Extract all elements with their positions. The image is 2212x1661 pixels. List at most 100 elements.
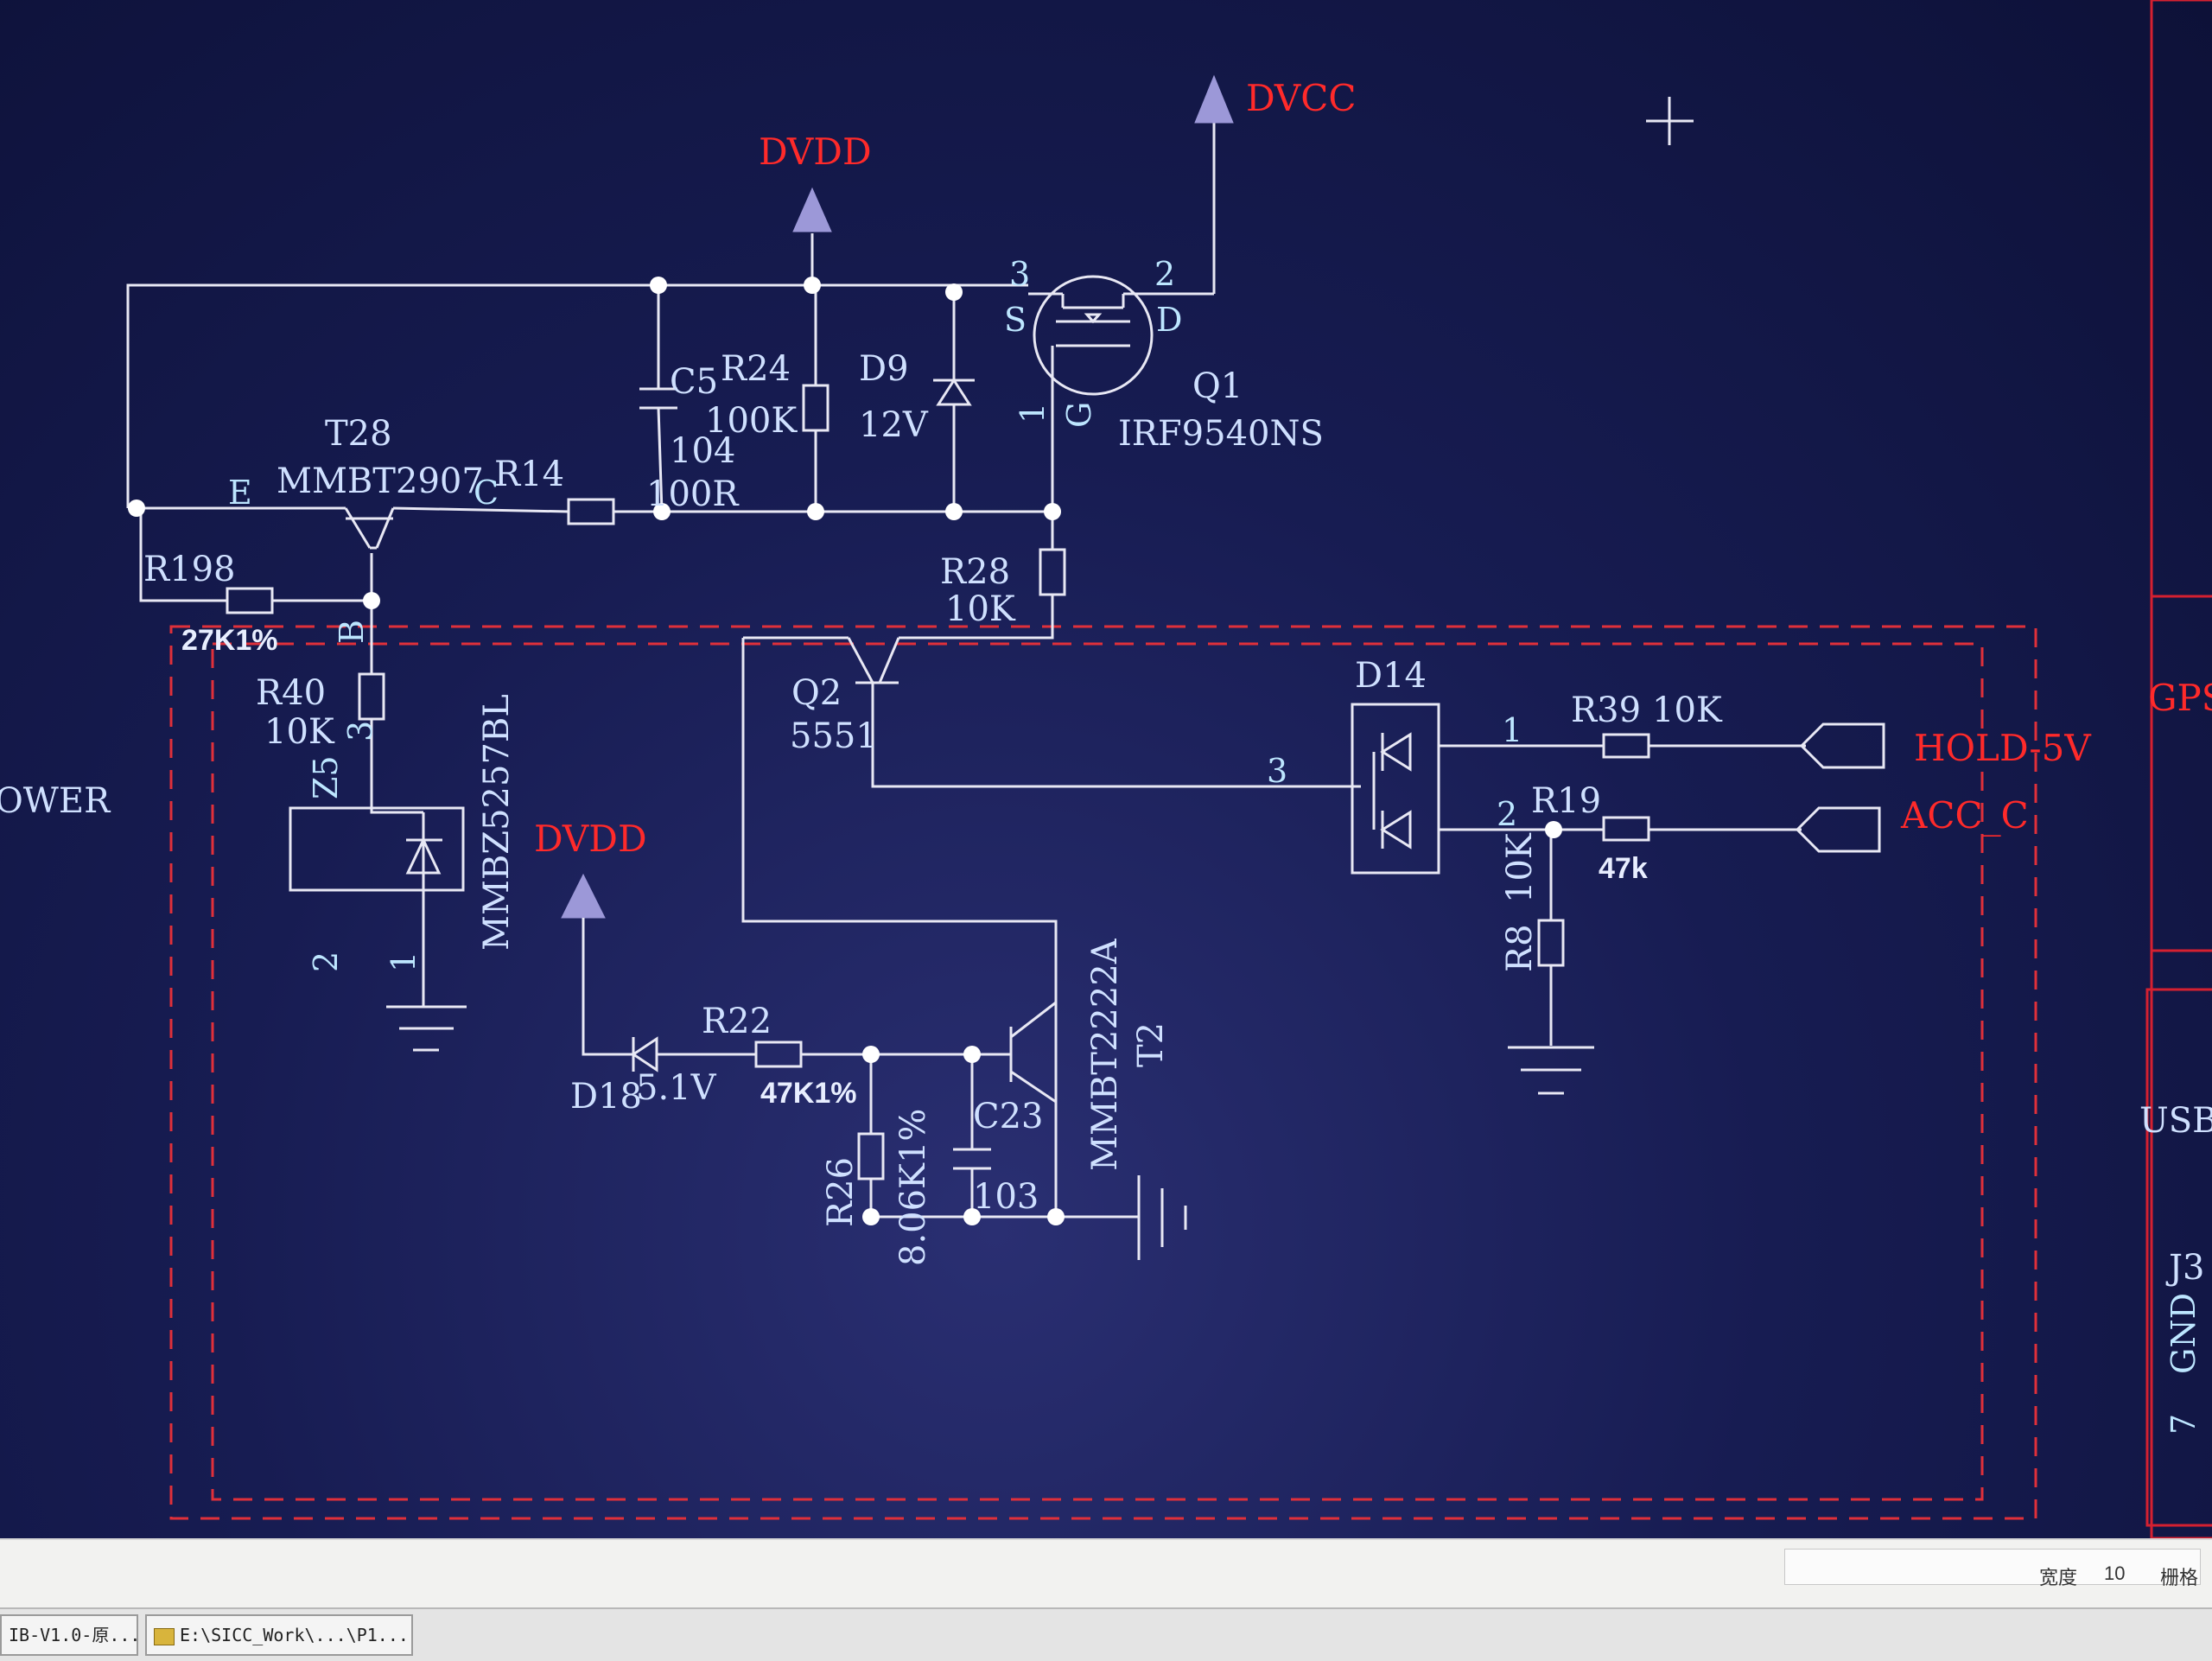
d9-ref-label: D9: [859, 349, 909, 389]
grid-label: 栅格: [2160, 1567, 2199, 1588]
net-acc-c-label: ACC_C: [1900, 794, 2029, 837]
pin7-label: 7: [2164, 1414, 2202, 1435]
d9-value-label: 12V: [859, 405, 929, 445]
status-bar: 宽度 10 栅格: [0, 1538, 2212, 1609]
taskbar-item-label: E:\SICC_Work\...\P1...: [180, 1625, 409, 1645]
t28-b-pin: B: [333, 620, 371, 644]
d14-ref-label: D14: [1355, 656, 1427, 696]
r198-body: [226, 587, 274, 614]
t28-part-label: MMBT2907: [276, 461, 484, 501]
r26-value-label: 8.06K1%: [893, 1109, 933, 1266]
d14-pin2: 2: [1497, 795, 1517, 833]
net-hold-5v-label: HOLD-5V: [1914, 727, 2091, 769]
r198-value-label: 27K1%: [181, 624, 278, 657]
r28-body: [1039, 548, 1066, 596]
status-input-box[interactable]: [1784, 1549, 2201, 1585]
r26-body: [857, 1132, 885, 1181]
r14-value-label: 100R: [646, 474, 740, 514]
r19-ref-label: R19: [1531, 781, 1601, 821]
q1-ref-label: Q1: [1192, 366, 1243, 406]
t28-ref-label: T28: [325, 414, 392, 454]
dashed-block-inner: [211, 642, 1984, 1501]
d18-diode: [631, 1036, 658, 1072]
t28-c-pin: C: [474, 474, 499, 512]
taskbar-item-label: IB-V1.0-原...: [9, 1625, 138, 1645]
dvdd-top-power-arrow: [792, 187, 832, 232]
r198-ref-label: R198: [143, 550, 235, 589]
q1-pin2: 2: [1154, 255, 1175, 293]
t2-part-label: MMBT2222A: [1085, 938, 1125, 1171]
width-value: 10: [2104, 1562, 2126, 1584]
c23-ref-label: C23: [973, 1097, 1044, 1136]
r8-body: [1537, 919, 1565, 967]
j3-ref-label: J3: [2165, 1248, 2204, 1288]
r8-value-label: 10K: [1500, 832, 1540, 903]
q1-pin1: 1: [1014, 403, 1052, 423]
taskbar-item-1[interactable]: IB-V1.0-原...: [0, 1614, 138, 1656]
gnd-pin-label: GND: [2164, 1293, 2202, 1374]
gps-partial-label: GPS: [2148, 677, 2212, 719]
r14-body: [567, 498, 615, 525]
z5-pin2: 2: [307, 951, 345, 972]
d18-value-label: 5.1V: [636, 1068, 717, 1108]
r8-ref-label: R8: [1500, 924, 1540, 972]
width-label: 宽度: [2039, 1567, 2078, 1588]
z5-pin1: 1: [385, 951, 423, 972]
d14-body: [1351, 703, 1440, 875]
r14-ref-label: R14: [494, 455, 564, 494]
crosshair-cursor: [1646, 97, 1694, 145]
hold-5v-port: [1799, 722, 1885, 769]
c5-value-label: 104: [670, 431, 735, 471]
r39-body: [1602, 733, 1650, 759]
r22-ref-label: R22: [702, 1002, 772, 1041]
d18-ref-label: D18: [570, 1077, 642, 1117]
schematic-drawing[interactable]: DVCC DVDD: [0, 0, 2212, 1538]
r19-value-label: 47k: [1599, 852, 1648, 885]
q1-s-pin: S: [1004, 301, 1027, 339]
gps-block-frame: [2150, 595, 2212, 952]
r40-ref-label: R40: [256, 673, 326, 713]
c5-ref-label: C5: [670, 362, 718, 402]
q1-g-pin: G: [1060, 402, 1098, 428]
acc-c-port: [1795, 806, 1881, 853]
c23-value-label: 103: [973, 1177, 1039, 1217]
q1-part-label: IRF9540NS: [1118, 414, 1324, 454]
r39-ref-label: R39: [1571, 690, 1641, 730]
r28-ref-label: R28: [940, 552, 1010, 592]
taskbar-item-2[interactable]: E:\SICC_Work\...\P1...: [145, 1614, 413, 1656]
q1-pin3: 3: [1009, 255, 1030, 293]
d9-diode: [936, 378, 972, 406]
r24-body: [802, 384, 830, 432]
schematic-canvas[interactable]: DVCC DVDD: [0, 0, 2212, 1538]
junction-dots: [128, 277, 1562, 1225]
dvdd-bottom-power-arrow: [561, 873, 606, 919]
t2-ref-label: T2: [1131, 1022, 1171, 1067]
r40-value-label: 10K: [264, 712, 335, 752]
r19-body: [1602, 816, 1650, 842]
net-dvdd-top-label: DVDD: [759, 130, 872, 173]
q1-d-pin: D: [1156, 301, 1182, 339]
z5-part-label: MMBZ5257BL: [477, 694, 517, 951]
q2-value-label: 5551: [790, 716, 878, 756]
r39-value-label: 10K: [1652, 690, 1723, 730]
t28-e-pin: E: [228, 474, 252, 512]
r24-value-label: 100K: [705, 401, 798, 441]
folder-icon: [154, 1627, 175, 1645]
taskbar: IB-V1.0-原... E:\SICC_Work\...\P1...: [0, 1607, 2212, 1661]
usb-partial-label: USBA: [2139, 1101, 2212, 1141]
d14-pin3: 3: [1267, 752, 1287, 790]
wire-top-rail: [126, 283, 1028, 508]
r24-ref-label: R24: [721, 349, 791, 389]
net-dvcc-label: DVCC: [1246, 77, 1357, 119]
usb-block-frame: [2145, 988, 2212, 1527]
power-partial-label: OWER: [0, 781, 111, 821]
d14-pin1: 1: [1502, 711, 1522, 749]
r28-value-label: 10K: [945, 589, 1016, 629]
q2-ref-label: Q2: [791, 673, 842, 713]
q1-mosfet-symbol: [1033, 275, 1154, 396]
z5-ref-label: Z5: [307, 755, 345, 799]
dvcc-power-arrow: [1194, 74, 1234, 124]
r22-body: [754, 1041, 803, 1068]
r40-pin3: 3: [341, 721, 379, 741]
net-dvdd-bottom-label: DVDD: [534, 818, 647, 860]
